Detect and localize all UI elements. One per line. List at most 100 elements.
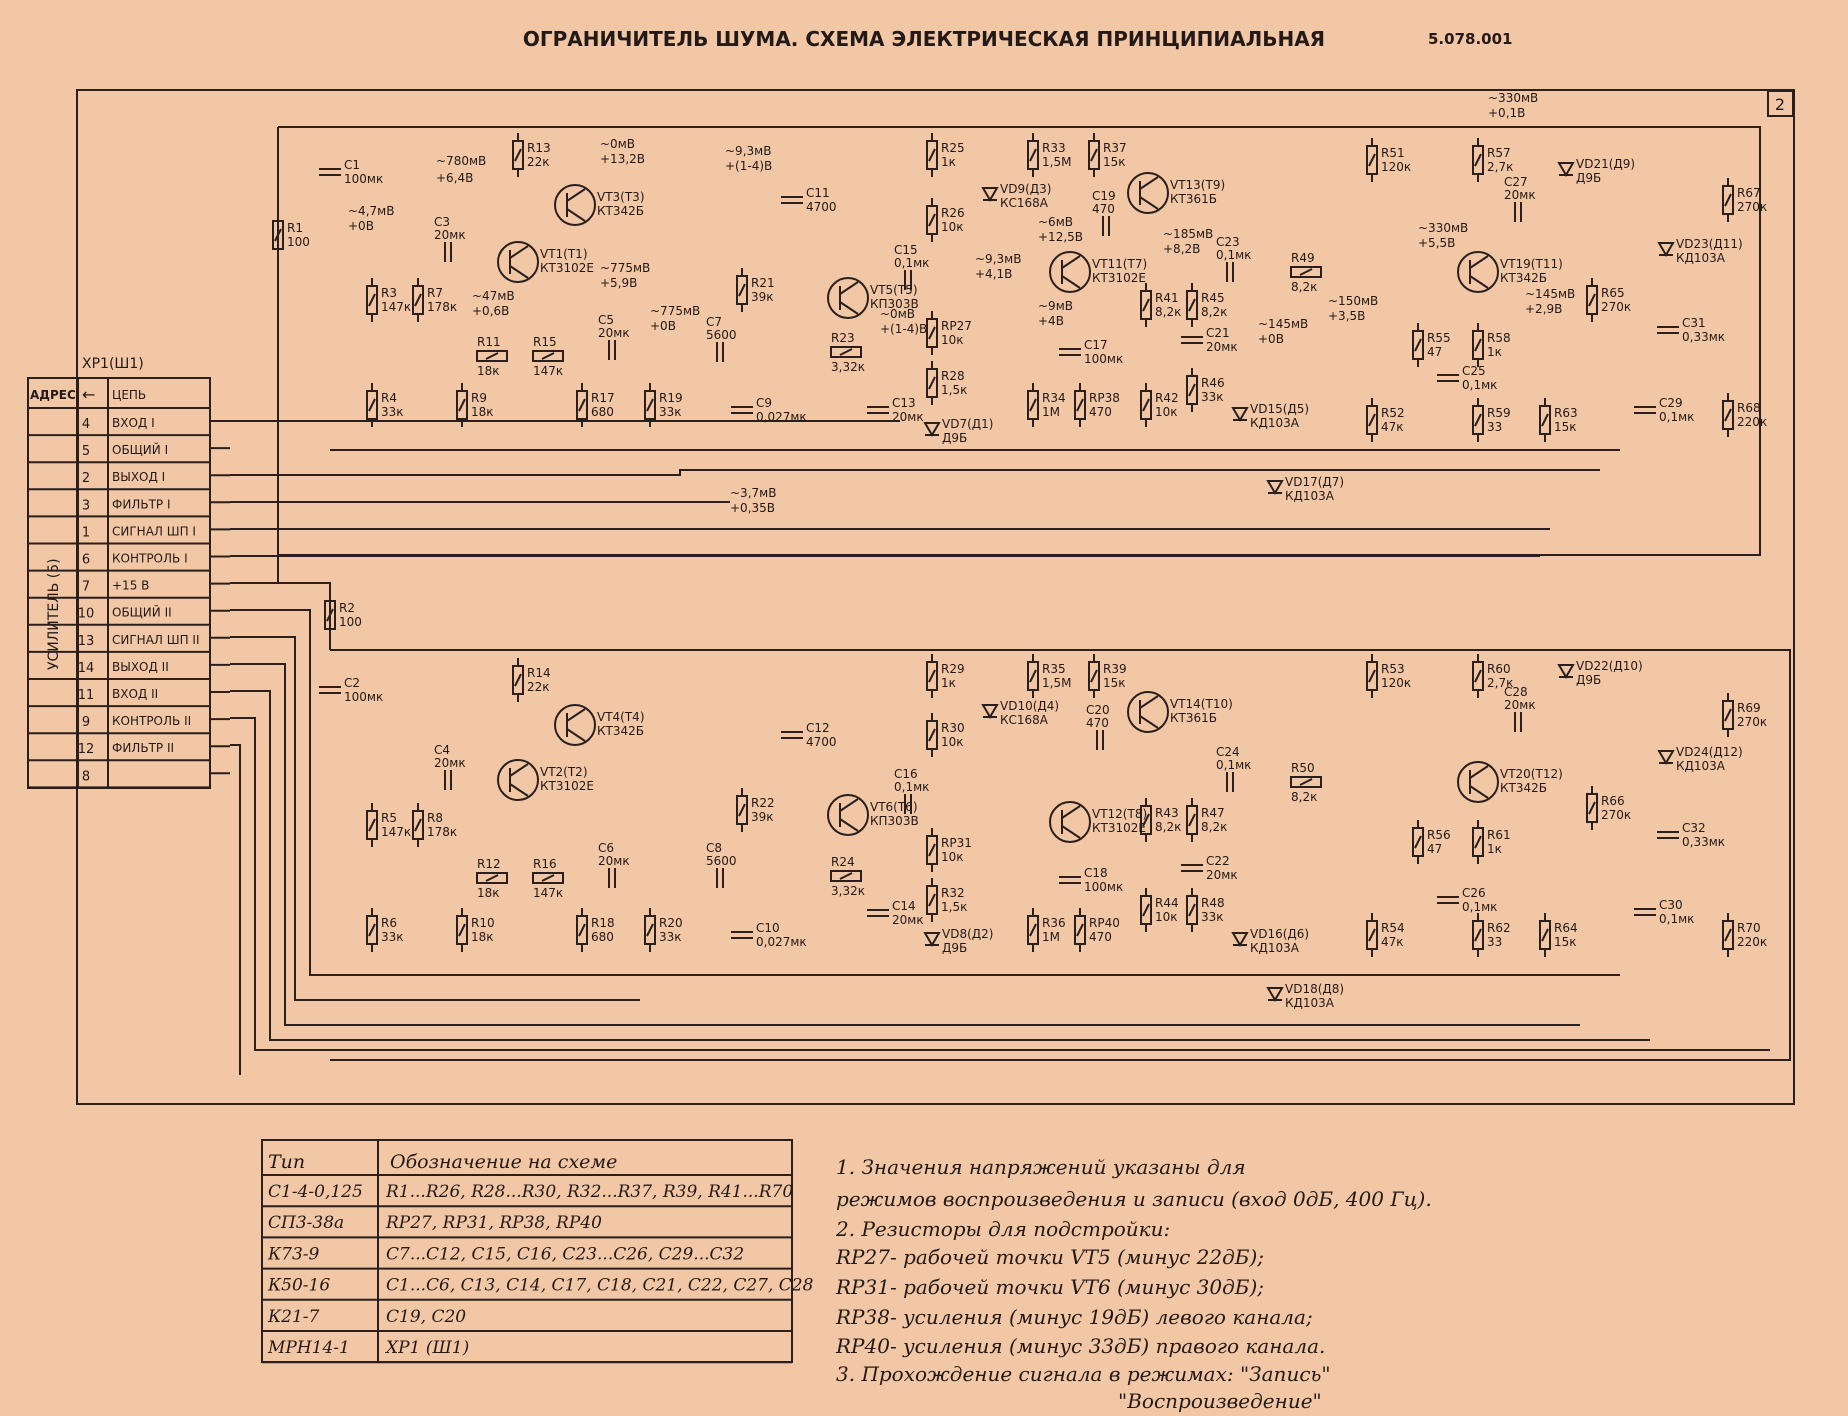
resistor-body bbox=[532, 872, 564, 884]
resistor-value: 33к bbox=[659, 930, 682, 944]
resistor-ref: R14 bbox=[527, 666, 551, 680]
resistor-mark bbox=[1724, 408, 1732, 422]
capacitor-value: 20мк bbox=[434, 756, 466, 770]
pin-name: ВХОД I bbox=[112, 416, 155, 430]
resistor-ref: R54 bbox=[1381, 921, 1405, 935]
resistor-ref: R47 bbox=[1201, 806, 1225, 820]
diode-ref: VD17(Д7) bbox=[1285, 475, 1344, 489]
sheet-box bbox=[1767, 90, 1794, 117]
voltage-label: +13,2В bbox=[600, 152, 645, 166]
voltage-annotations: ~0мВ+13,2В~780мВ+6,4В~4,7мВ+0В~47мВ+0,6В… bbox=[348, 91, 1575, 515]
resistor-mark bbox=[514, 673, 522, 687]
capacitor-ref: C5 bbox=[598, 313, 614, 327]
parts-type: С1-4-0,125 bbox=[268, 1182, 363, 1202]
resistor-mark bbox=[1541, 928, 1549, 942]
collector bbox=[839, 281, 859, 295]
capacitor-ref: C29 bbox=[1659, 396, 1683, 410]
capacitor-ref: C9 bbox=[756, 396, 772, 410]
resistor-value: 120к bbox=[1381, 676, 1411, 690]
capacitor-ref: C15 bbox=[894, 243, 918, 257]
resistor-ref: R53 bbox=[1381, 662, 1405, 676]
resistor-value: 47 bbox=[1427, 842, 1442, 856]
resistor-value: 178к bbox=[427, 825, 457, 839]
resistor-value: 3,32к bbox=[831, 884, 865, 898]
resistor-ref: R51 bbox=[1381, 146, 1405, 160]
resistor-ref: R43 bbox=[1155, 806, 1179, 820]
resistor-body bbox=[532, 350, 564, 362]
emitter bbox=[1139, 196, 1159, 210]
transistor-body bbox=[827, 277, 869, 319]
resistor-mark bbox=[1541, 413, 1549, 427]
resistor-mark bbox=[1414, 338, 1422, 352]
pin-name: КОНТРОЛЬ II bbox=[112, 714, 191, 728]
resistor-ref: R33 bbox=[1042, 141, 1066, 155]
transistor-vt13: VT13(T9)КТ361Б bbox=[1127, 172, 1225, 214]
diode-triangle bbox=[1557, 664, 1575, 679]
resistor-mark bbox=[485, 352, 499, 360]
resistor-mark bbox=[1474, 669, 1482, 683]
transistor-body bbox=[497, 759, 539, 801]
resistor-mark bbox=[326, 608, 334, 622]
ch2-ground bbox=[230, 609, 1620, 976]
resistor-ref: R26 bbox=[941, 206, 965, 220]
header-arrow: ← bbox=[82, 385, 95, 404]
resistor-value: 47к bbox=[1381, 420, 1404, 434]
resistor-ref: R18 bbox=[591, 916, 615, 930]
note-line: 1. Значения напряжений указаны для bbox=[836, 1155, 1246, 1179]
diode-ref: VD7(Д1) bbox=[942, 417, 993, 431]
voltage-label: ~150мВ bbox=[1328, 294, 1378, 308]
diode-ref: VD15(Д5) bbox=[1250, 402, 1309, 416]
parts-refs: C1...C6, C13, C14, C17, C18, C21, C22, C… bbox=[386, 1276, 814, 1296]
resistor-mark bbox=[1368, 669, 1376, 683]
resistor-value: 47 bbox=[1427, 345, 1442, 359]
capacitor-value: 5600 bbox=[706, 854, 737, 868]
resistor-ref: R19 bbox=[659, 391, 683, 405]
resistor-value: 39к bbox=[751, 290, 774, 304]
capacitor-ref: C2 bbox=[344, 676, 360, 690]
capacitor-ref: C26 bbox=[1462, 886, 1486, 900]
resistor-value: 1к bbox=[1487, 842, 1502, 856]
note-line: 2. Резисторы для подстройки: bbox=[835, 1217, 1170, 1241]
capacitor-ref: C10 bbox=[756, 921, 780, 935]
resistor-mark bbox=[1414, 835, 1422, 849]
diode-type: КД103А bbox=[1676, 251, 1726, 265]
parts-type: СП3-38а bbox=[268, 1213, 344, 1233]
parts-type: К21-7 bbox=[267, 1307, 320, 1327]
ch2-output bbox=[230, 663, 1580, 1026]
resistor-value: 18к bbox=[477, 364, 500, 378]
resistor-ref: R70 bbox=[1737, 921, 1761, 935]
diode-triangle bbox=[1557, 162, 1575, 177]
voltage-label: ~3,7мВ bbox=[730, 486, 776, 500]
transistor-type: КТ342Б bbox=[1500, 271, 1547, 285]
resistor-mark bbox=[1188, 383, 1196, 397]
transistor-type: КТ3102Е bbox=[1092, 271, 1146, 285]
diode-ref: VD16(Д6) bbox=[1250, 927, 1309, 941]
voltage-label: +0,35В bbox=[730, 501, 775, 515]
diode-triangle bbox=[981, 187, 999, 202]
resistor-mark bbox=[738, 283, 746, 297]
resistor-ref: RP40 bbox=[1089, 916, 1120, 930]
resistor-ref: R65 bbox=[1601, 286, 1625, 300]
resistor-mark bbox=[928, 893, 936, 907]
resistor-value: 147к bbox=[381, 300, 411, 314]
resistor-value: 1,5М bbox=[1042, 155, 1071, 169]
emitter bbox=[1061, 275, 1081, 289]
diode-ref: VD10(Д4) bbox=[1000, 699, 1059, 713]
resistor-mark bbox=[274, 228, 282, 242]
